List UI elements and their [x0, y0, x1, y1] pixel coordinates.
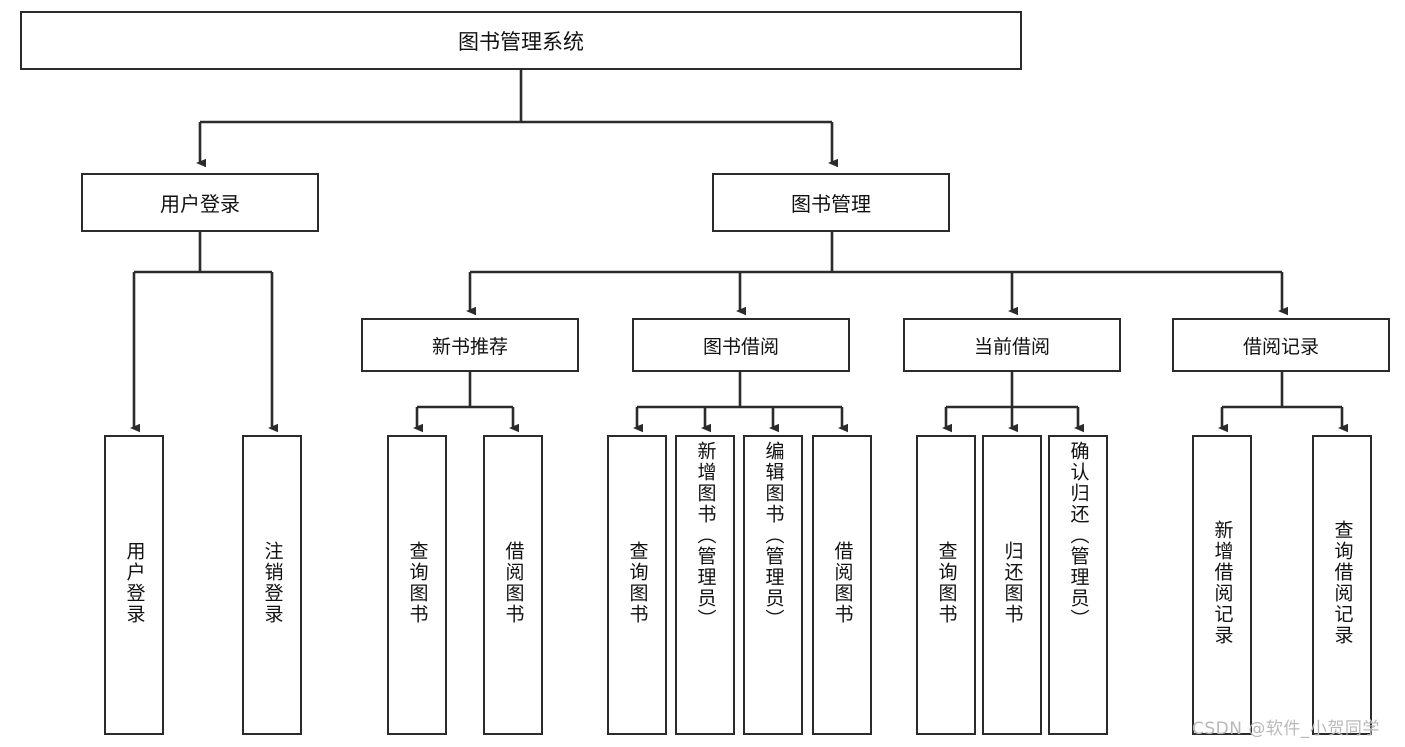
leaf-query-book-recommend-label: 查询图书	[406, 541, 429, 625]
leaf-edit-book-admin-label: 编辑图书（管理员）	[762, 441, 785, 630]
leaf-add-book-admin-label: 新增图书（管理员）	[694, 441, 717, 630]
leaf-query-book-borrow[interactable]: 查询图书	[607, 435, 667, 735]
leaf-query-book-recommend[interactable]: 查询图书	[387, 435, 447, 735]
leaf-logout-label: 注销登录	[261, 541, 284, 625]
leaf-logout[interactable]: 注销登录	[242, 435, 302, 735]
node-book-management[interactable]: 图书管理	[712, 173, 950, 232]
leaf-query-book-borrow-label: 查询图书	[626, 541, 649, 625]
leaf-query-borrow-record[interactable]: 查询借阅记录	[1312, 435, 1372, 735]
leaf-borrow-book-recommend[interactable]: 借阅图书	[483, 435, 543, 735]
node-new-book-recommend[interactable]: 新书推荐	[361, 318, 579, 372]
node-current-borrow-label: 当前借阅	[973, 335, 1050, 358]
leaf-borrow-book[interactable]: 借阅图书	[812, 435, 872, 735]
leaf-user-login-label: 用户登录	[123, 541, 146, 625]
leaf-add-borrow-record[interactable]: 新增借阅记录	[1192, 435, 1252, 735]
node-borrow-record-label: 借阅记录	[1242, 335, 1319, 358]
node-current-borrow[interactable]: 当前借阅	[903, 318, 1121, 372]
leaf-borrow-book-label: 借阅图书	[831, 541, 854, 625]
node-book-management-label: 图书管理	[791, 192, 871, 216]
watermark: CSDN @软件_小贺同学	[1192, 714, 1380, 739]
leaf-query-book-current-label: 查询图书	[935, 541, 958, 625]
leaf-edit-book-admin[interactable]: 编辑图书（管理员）	[743, 435, 803, 735]
leaf-return-book[interactable]: 归还图书	[982, 435, 1042, 735]
node-book-borrow[interactable]: 图书借阅	[632, 318, 850, 372]
node-root-label: 图书管理系统	[458, 29, 584, 54]
node-new-book-recommend-label: 新书推荐	[431, 335, 508, 358]
leaf-confirm-return-admin-label: 确认归还（管理员）	[1067, 441, 1090, 630]
leaf-borrow-book-recommend-label: 借阅图书	[502, 541, 525, 625]
node-user-login-label: 用户登录	[160, 192, 240, 216]
node-borrow-record[interactable]: 借阅记录	[1172, 318, 1390, 372]
leaf-return-book-label: 归还图书	[1001, 541, 1024, 625]
node-root[interactable]: 图书管理系统	[20, 11, 1022, 70]
leaf-query-borrow-record-label: 查询借阅记录	[1331, 520, 1354, 646]
node-user-login[interactable]: 用户登录	[81, 173, 319, 232]
leaf-confirm-return-admin[interactable]: 确认归还（管理员）	[1048, 435, 1108, 735]
node-book-borrow-label: 图书借阅	[702, 335, 779, 358]
leaf-add-book-admin[interactable]: 新增图书（管理员）	[675, 435, 735, 735]
leaf-query-book-current[interactable]: 查询图书	[916, 435, 976, 735]
watermark-text: CSDN @软件_小贺同学	[1192, 719, 1380, 739]
leaf-user-login[interactable]: 用户登录	[104, 435, 164, 735]
leaf-add-borrow-record-label: 新增借阅记录	[1211, 520, 1234, 646]
